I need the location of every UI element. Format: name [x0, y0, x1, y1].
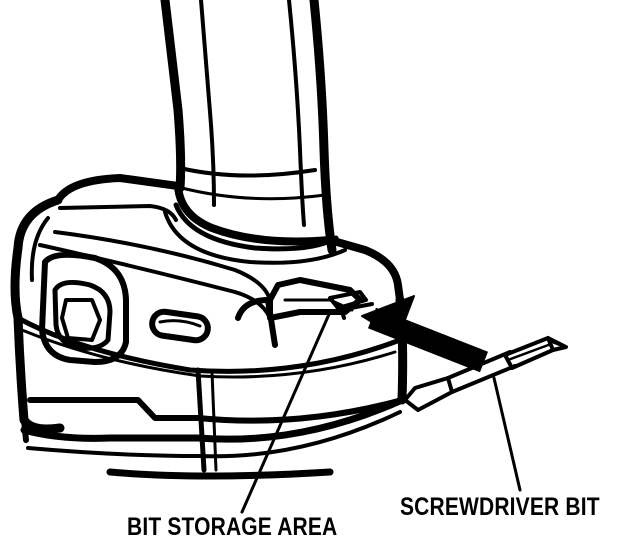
- bit-storage-area-label: BIT STORAGE AREA: [127, 513, 338, 541]
- indicator-slot: [149, 308, 211, 344]
- bit-storage-recess: [235, 277, 374, 348]
- screwdriver-bit-illustration: [403, 336, 568, 412]
- insert-direction-arrow: [361, 295, 489, 373]
- release-latch: [39, 251, 129, 365]
- tool-handle: [160, 0, 337, 255]
- battery-body: [13, 295, 408, 480]
- callout-leaders: [240, 310, 522, 514]
- screwdriver-bit-label: SCREWDRIVER BIT: [400, 493, 600, 521]
